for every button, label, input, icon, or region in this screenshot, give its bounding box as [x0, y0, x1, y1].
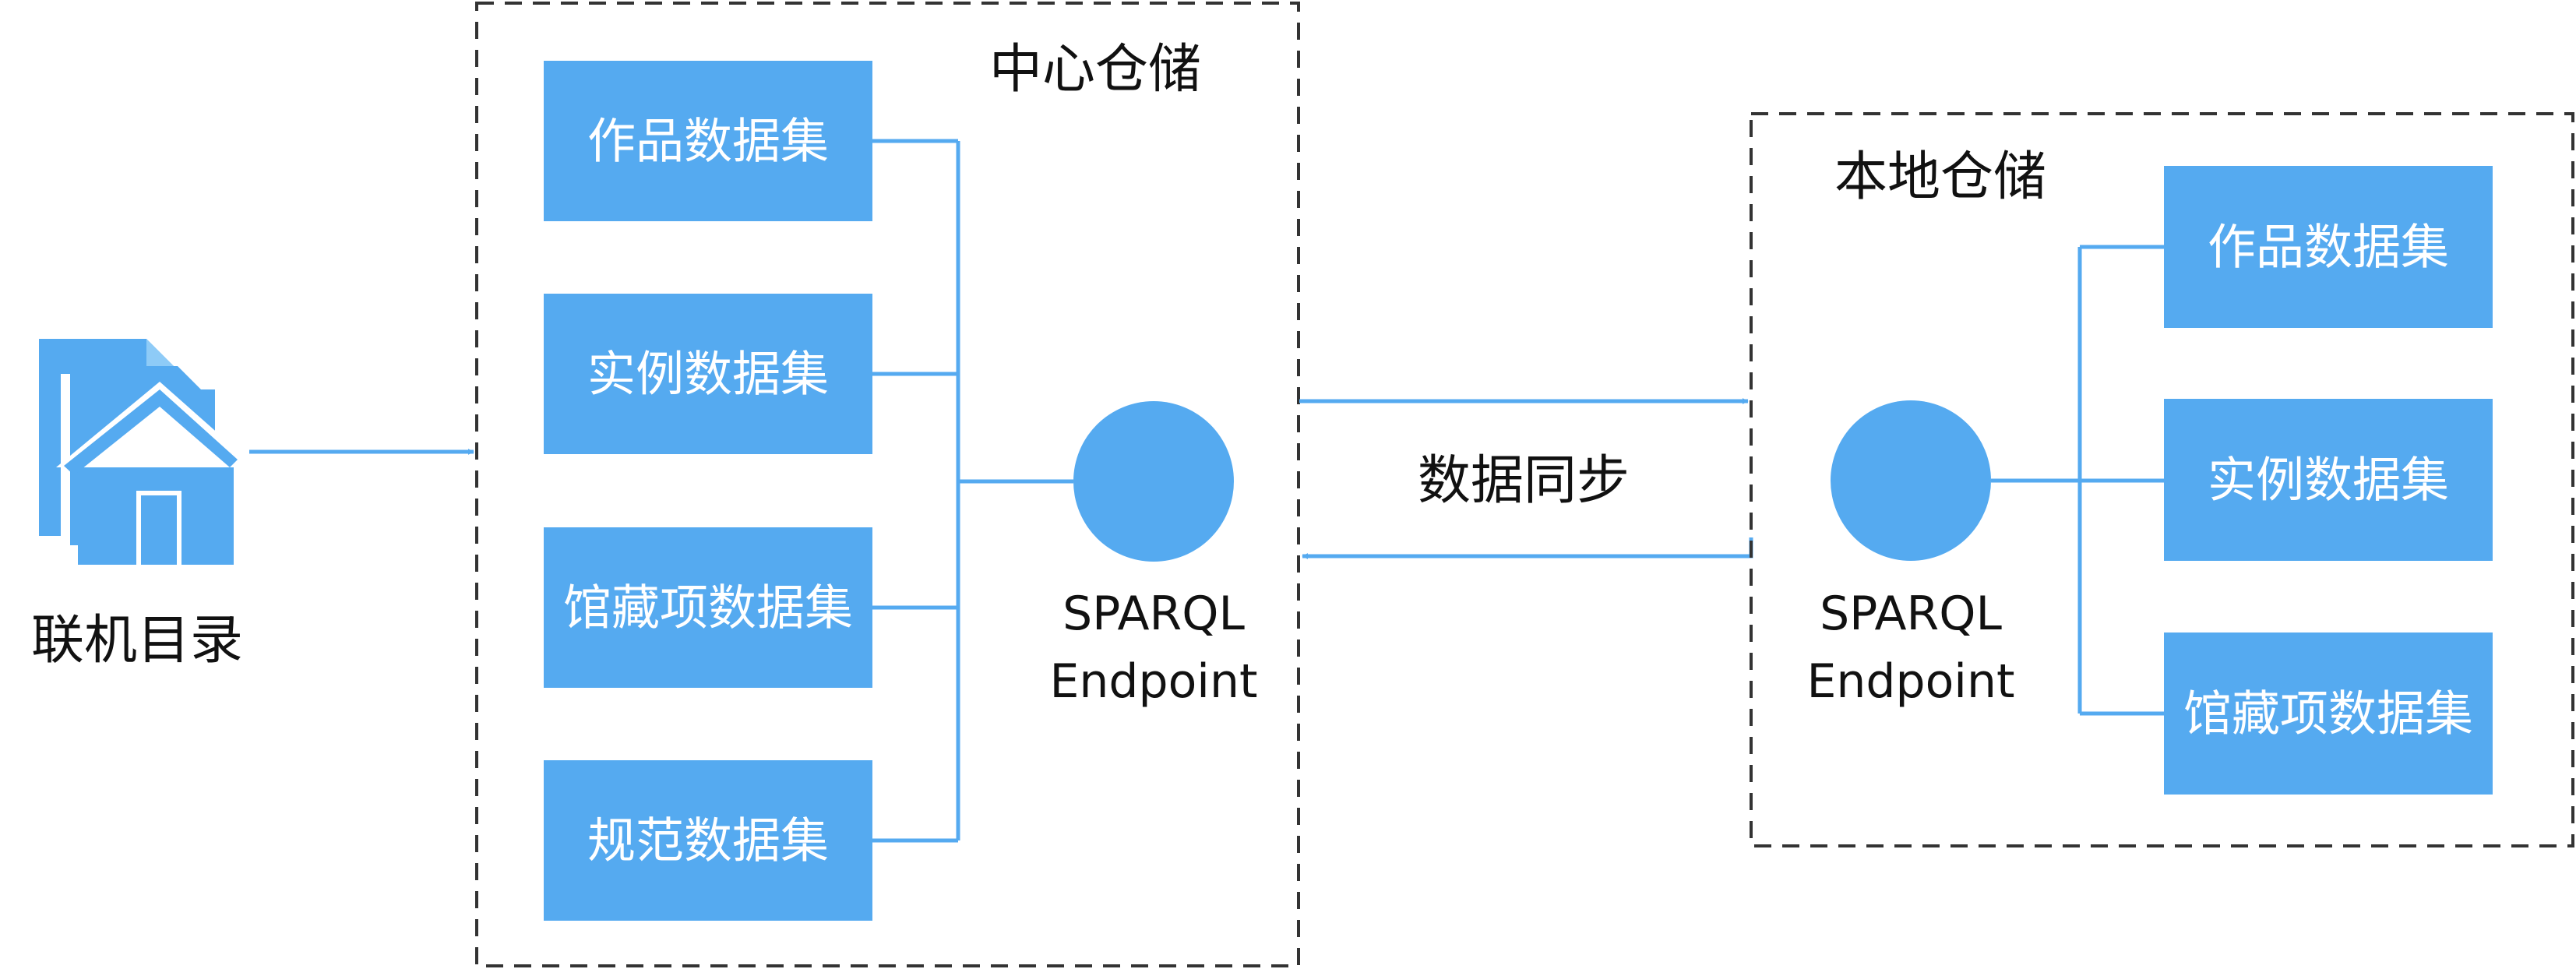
central-dataset-label: 实例数据集	[587, 346, 829, 403]
local-dataset-label: 实例数据集	[2208, 452, 2449, 509]
sync-label: 数据同步	[1418, 450, 1630, 512]
central-endpoint-label-line1: SPARQL	[1062, 587, 1245, 641]
local-endpoint-label-line2: Endpoint	[1806, 654, 2014, 709]
house-document-icon	[39, 339, 248, 565]
local-sparql-endpoint-node	[1831, 400, 1991, 561]
local-connector-lines	[1991, 245, 2164, 716]
catalog-label: 联机目录	[31, 610, 243, 671]
central-endpoint-label-line2: Endpoint	[1049, 654, 1257, 709]
central-connector-lines	[872, 139, 1073, 843]
central-dataset-box: 规范数据集	[544, 760, 872, 921]
sync-arrow-to-central	[1302, 537, 1753, 559]
central-dataset-label: 馆藏项数据集	[563, 580, 853, 636]
local-endpoint-label-line1: SPARQL	[1820, 587, 2002, 641]
central-dataset-box: 馆藏项数据集	[544, 527, 872, 688]
central-dataset-box: 实例数据集	[544, 294, 872, 454]
local-dataset-label: 馆藏项数据集	[2183, 685, 2473, 742]
local-repository-frame	[1750, 112, 2574, 847]
central-sparql-endpoint-node	[1073, 401, 1234, 562]
local-dataset-box: 馆藏项数据集	[2164, 632, 2493, 795]
local-dataset-box: 作品数据集	[2164, 166, 2493, 328]
central-dataset-label: 规范数据集	[587, 812, 829, 869]
local-repository-title: 本地仓储	[1834, 146, 2046, 208]
local-dataset-label: 作品数据集	[2208, 219, 2449, 276]
central-repository-frame	[475, 2, 1300, 967]
local-dataset-box: 实例数据集	[2164, 399, 2493, 561]
central-dataset-label: 作品数据集	[587, 113, 829, 170]
central-repository-title: 中心仓储	[989, 39, 1201, 100]
central-dataset-box: 作品数据集	[544, 61, 872, 221]
